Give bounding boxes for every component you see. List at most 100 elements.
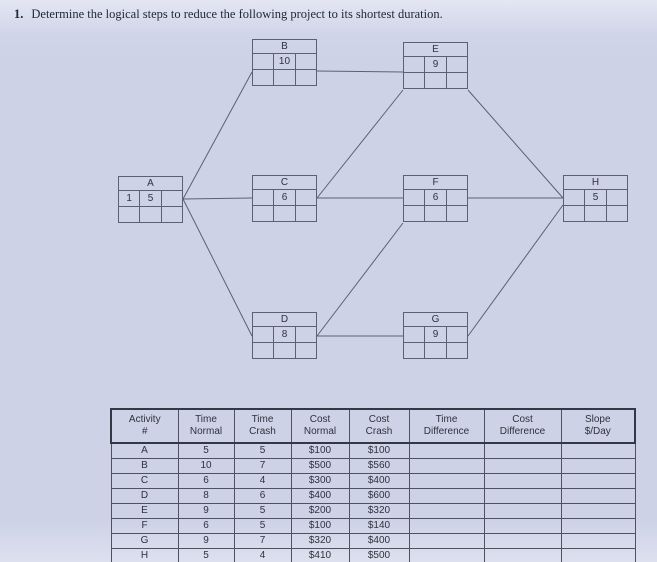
node-cell: 9 — [424, 326, 447, 343]
node-cell — [273, 205, 296, 222]
cell-value: 6 — [177, 473, 235, 489]
cell-value: 8 — [177, 488, 235, 504]
node-cell — [139, 206, 162, 223]
node-cell — [424, 205, 447, 222]
cell-value — [560, 473, 636, 489]
edge-A-to-D — [182, 198, 253, 337]
cell-value: $400 — [290, 488, 350, 504]
activity-node-label: D — [252, 312, 317, 327]
cell-value: $100 — [290, 518, 350, 534]
column-header-line1: Activity — [128, 414, 161, 425]
cell-value — [560, 488, 636, 504]
cell-activity: F — [110, 518, 179, 534]
column-header-line1: Time — [195, 414, 217, 425]
node-cell — [402, 72, 426, 89]
node-cell — [605, 189, 629, 206]
column-header: Activity# — [110, 408, 179, 444]
activity-node-label: G — [403, 312, 468, 327]
cell-value — [560, 533, 636, 549]
cell-value — [560, 458, 636, 474]
cell-value — [408, 503, 485, 519]
node-cell — [251, 342, 275, 359]
node-cell — [294, 53, 318, 70]
activity-node-label: H — [563, 175, 628, 190]
column-header-line2: # — [141, 426, 148, 437]
cell-value: $400 — [348, 533, 410, 549]
cell-value: 4 — [233, 548, 292, 562]
node-cell — [445, 72, 469, 89]
cell-activity: B — [110, 458, 179, 474]
cell-value: 5 — [233, 442, 292, 459]
cell-value: 5 — [233, 518, 292, 534]
question-number: 1. — [14, 7, 24, 21]
column-header-line2: Normal — [189, 426, 223, 437]
edge-A-to-B — [182, 71, 253, 200]
cell-value: 6 — [177, 518, 235, 534]
node-cell — [445, 326, 469, 343]
node-cell — [160, 206, 184, 223]
cell-value: $410 — [290, 548, 350, 562]
node-cell — [424, 342, 447, 359]
cell-value: $300 — [290, 473, 350, 489]
column-header: Slope$/Day — [560, 408, 636, 444]
node-cell: 10 — [273, 53, 296, 70]
cell-activity: C — [110, 473, 179, 489]
cell-value — [408, 533, 485, 549]
cell-value: $400 — [348, 473, 410, 489]
node-cell — [584, 205, 607, 222]
node-cell — [424, 72, 447, 89]
edge-D-to-F — [316, 222, 404, 337]
edge-B-to-E — [316, 70, 404, 73]
cell-value — [483, 473, 562, 489]
cell-value — [408, 548, 485, 562]
cell-activity: D — [110, 488, 179, 504]
cell-value — [483, 533, 562, 549]
cell-value — [408, 518, 485, 534]
cell-value: 5 — [233, 503, 292, 519]
node-cell — [117, 206, 141, 223]
column-header-line2: Crash — [249, 426, 276, 437]
cell-value: $140 — [348, 518, 410, 534]
cell-value — [408, 442, 485, 459]
column-header-line1: Time — [251, 414, 274, 425]
column-header-line2: Difference — [499, 426, 546, 437]
node-cell — [251, 326, 275, 343]
activity-node-label: C — [252, 175, 317, 190]
column-header-line2: Difference — [423, 426, 470, 437]
column-header-line2: Crash — [365, 426, 393, 437]
column-header-line2: $/Day — [584, 426, 611, 437]
node-cell — [402, 205, 426, 222]
column-header-line1: Cost — [368, 414, 390, 425]
cell-value — [483, 548, 562, 562]
cell-value — [408, 473, 485, 489]
cell-value: 4 — [233, 473, 292, 489]
cell-value: 7 — [233, 458, 292, 474]
node-cell — [294, 342, 318, 359]
cell-value — [560, 503, 636, 519]
edge-G-to-H — [467, 204, 564, 337]
node-cell — [445, 189, 469, 206]
node-cell — [562, 205, 586, 222]
cell-value: 6 — [233, 488, 292, 504]
cell-value — [483, 518, 562, 534]
cell-value: $600 — [348, 488, 410, 504]
node-cell — [402, 56, 426, 73]
question-title: 1.Determine the logical steps to reduce … — [14, 7, 634, 22]
cell-activity: H — [110, 548, 179, 562]
cell-activity: E — [110, 503, 179, 519]
column-header-line2: Normal — [303, 426, 337, 437]
node-cell: 5 — [584, 189, 607, 206]
